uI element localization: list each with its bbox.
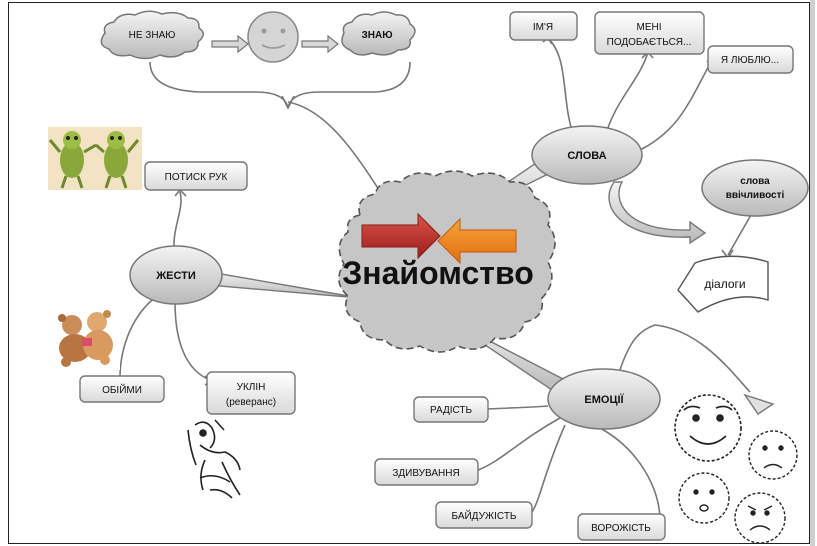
handshake-label: ПОТИСК РУК <box>165 172 228 183</box>
arrow-right-2 <box>301 34 339 54</box>
sad-face-icon <box>748 430 798 480</box>
hugs-label: ОБІЙМИ <box>102 383 142 396</box>
not-know-cloud: НЕ ЗНАЮ <box>100 10 204 60</box>
bow-box: УКЛІН (реверанс) <box>206 371 296 415</box>
red-arrow-right <box>361 212 441 260</box>
indifference-label: БАЙДУЖІСТЬ <box>451 509 516 522</box>
handshake-box: ПОТИСК РУК <box>144 161 248 191</box>
gestures-bubble: ЖЕСТИ <box>129 245 223 305</box>
words-label: СЛОВА <box>567 150 606 162</box>
emotions-bubble: ЕМОЦІЇ <box>547 368 661 430</box>
know-label: ЗНАЮ <box>361 30 392 41</box>
i-like-line2: ПОДОБАЄТЬСЯ... <box>607 37 692 48</box>
bowing-figure-icon <box>187 419 241 499</box>
i-like-line1: МЕНІ <box>637 22 662 33</box>
emotions-label: ЕМОЦІЇ <box>584 393 624 406</box>
surprise-label: ЗДИВУВАННЯ <box>392 468 459 479</box>
know-cloud: ЗНАЮ <box>341 11 416 56</box>
orange-arrow-left <box>437 217 517 265</box>
polite-words-bubble: слова ввічливості <box>701 159 809 217</box>
dialogues-label: діалоги <box>704 277 745 291</box>
i-love-box: Я ЛЮБЛЮ... <box>707 45 794 74</box>
hostility-box: ВОРОЖІСТЬ <box>577 513 666 541</box>
gestures-label: ЖЕСТИ <box>155 270 196 282</box>
dialogues-scroll: діалоги <box>677 255 769 313</box>
name-box: ІМ'Я <box>509 11 578 41</box>
name-label: ІМ'Я <box>533 22 553 33</box>
surprise-box: ЗДИВУВАННЯ <box>374 458 479 486</box>
hostility-label: ВОРОЖІСТЬ <box>591 523 651 534</box>
polite-line1: слова <box>740 176 770 187</box>
bow-line1: УКЛІН <box>237 382 266 393</box>
joy-box: РАДІСТЬ <box>413 396 489 423</box>
center-cloud: Знайомство <box>338 170 556 353</box>
angry-face-icon <box>734 492 786 544</box>
arrow-right-1 <box>211 34 249 54</box>
words-bubble: СЛОВА <box>531 125 643 185</box>
center-title: Знайомство <box>342 255 533 291</box>
indifference-box: БАЙДУЖІСТЬ <box>435 501 533 529</box>
polite-line2: ввічливості <box>726 190 785 201</box>
joy-label: РАДІСТЬ <box>430 405 473 416</box>
teddy-bears-icon <box>50 308 120 370</box>
frog-cartoon-icon <box>48 127 142 190</box>
happy-face-icon <box>674 394 742 462</box>
bow-line2: (реверанс) <box>226 397 276 408</box>
emotions-pointer-arrow <box>743 393 775 415</box>
smiley-face-icon <box>247 11 299 63</box>
worried-face-icon <box>678 472 730 524</box>
i-like-box: МЕНІ ПОДОБАЄТЬСЯ... <box>594 11 705 55</box>
i-love-label: Я ЛЮБЛЮ... <box>721 55 779 66</box>
page-edge <box>810 0 815 546</box>
hugs-box: ОБІЙМИ <box>79 375 165 403</box>
diagram-frame <box>8 2 810 544</box>
not-know-label: НЕ ЗНАЮ <box>129 30 176 41</box>
